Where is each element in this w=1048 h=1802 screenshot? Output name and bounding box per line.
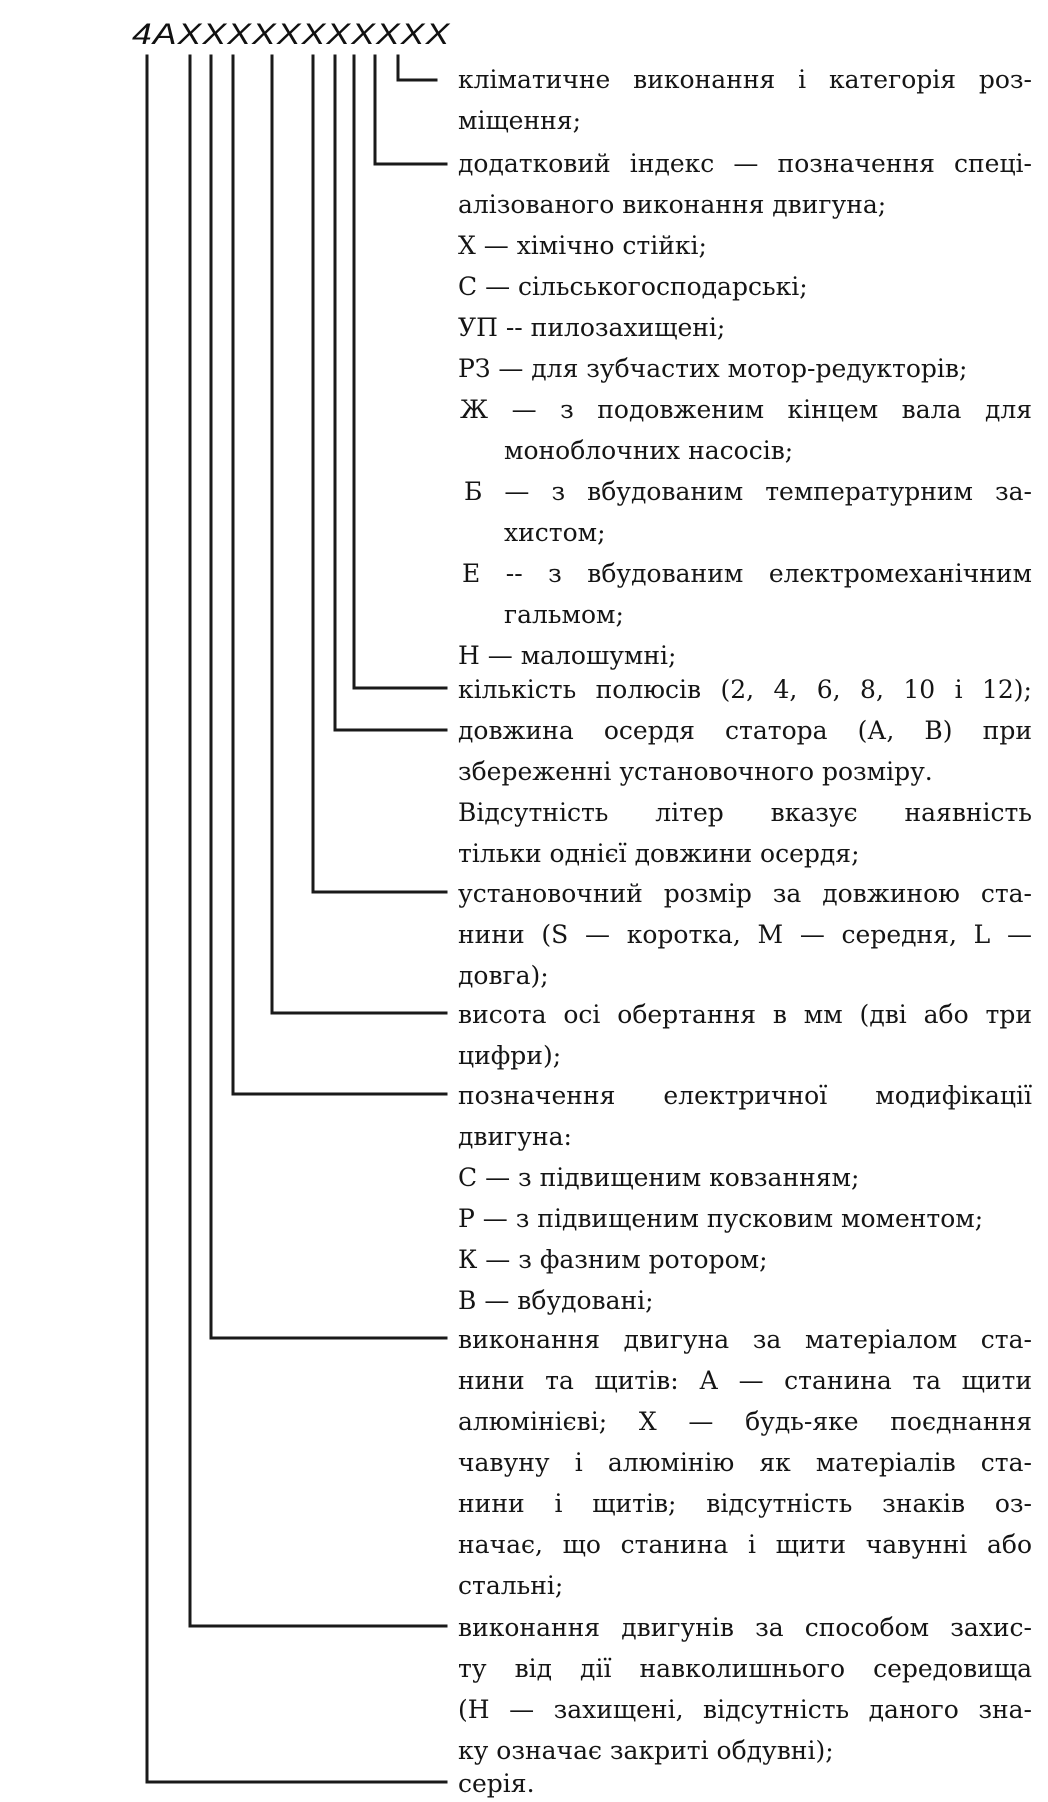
- text-line: хистом;: [504, 518, 606, 547]
- connector-poles: [352, 54, 448, 690]
- text-line: установочний розмір за довжиною ста-: [458, 879, 1032, 908]
- text-line: Б — з вбудованим температурним за-: [464, 477, 1032, 506]
- text-line: УП -- пилозахищені;: [458, 313, 726, 342]
- text-line: додатковий індекс — позначення спеці-: [458, 149, 1032, 178]
- connector-climatic: [396, 54, 438, 82]
- text-line: нини і щитів; відсутність знаків оз-: [458, 1489, 1032, 1518]
- text-line: Н — малошумні;: [458, 641, 677, 670]
- text-line: кліматичне виконання і категорія роз-: [458, 65, 1032, 94]
- text-line: нини та щитів: А — станина та щити: [458, 1366, 1032, 1395]
- text-line: К — з фазним ротором;: [458, 1245, 768, 1274]
- text-line: тільки однієї довжини осердя;: [458, 839, 860, 868]
- text-line: начає, що станина і щити чавунні або: [458, 1530, 1032, 1559]
- text-line: (Н — захищені, відсутність даного зна-: [458, 1695, 1032, 1724]
- text-line: чавуну і алюмінію як матеріалів ста-: [458, 1448, 1032, 1477]
- text-line: позначення електричної модифікації: [458, 1081, 1032, 1110]
- connector-mounting-size: [311, 54, 448, 894]
- connector-series: [145, 54, 448, 1784]
- text-line: моноблочних насосів;: [504, 436, 794, 465]
- text-line: довга);: [458, 961, 549, 990]
- text-line: цифри);: [458, 1041, 562, 1070]
- text-line: збереженні установочного розміру.: [458, 757, 933, 786]
- text-line: двигуна:: [458, 1122, 572, 1151]
- connector-shaft-height: [270, 54, 448, 1015]
- text-line: стальні;: [458, 1571, 564, 1600]
- text-line: В — вбудовані;: [458, 1286, 654, 1315]
- connector-electrical-mod: [231, 54, 448, 1096]
- text-line: ку означає закриті обдувні);: [458, 1736, 834, 1765]
- text-line: Ж — з подовженим кінцем вала для: [460, 395, 1032, 424]
- text-line: міщення;: [458, 106, 581, 135]
- text-line: алізованого виконання двигуна;: [458, 190, 887, 219]
- text-line: С — сільськогосподарські;: [458, 272, 808, 301]
- text-line: серія.: [458, 1769, 535, 1798]
- connector-frame-material: [209, 54, 448, 1340]
- text-line: Е -- з вбудованим електромеханічним: [462, 559, 1032, 588]
- text-line: РЗ — для зубчастих мотор-редукторів;: [458, 354, 968, 383]
- connector-additional-index: [373, 54, 448, 166]
- motor-designation-code: 4AXXXXXXXXXXX: [132, 18, 451, 51]
- text-line: С — з підвищеним ковзанням;: [458, 1163, 860, 1192]
- text-line: довжина осердя статора (А, В) при: [458, 716, 1032, 745]
- text-line: Р — з підвищеним пусковим моментом;: [458, 1204, 984, 1233]
- text-line: виконання двигуна за матеріалом ста-: [458, 1325, 1032, 1354]
- text-line: Х — хімічно стійкі;: [458, 231, 707, 260]
- text-line: ту від дії навколишнього середовища: [458, 1654, 1032, 1683]
- text-line: нини (S — коротка, M — середня, L —: [458, 920, 1032, 949]
- text-line: гальмом;: [504, 600, 624, 629]
- connector-protection: [188, 54, 448, 1628]
- text-line: висота осі обертання в мм (дві або три: [458, 1000, 1032, 1029]
- text-line: Відсутність літер вказує наявність: [458, 798, 1032, 827]
- text-line: кількість полюсів (2, 4, 6, 8, 10 і 12);: [458, 675, 1032, 704]
- connector-core-length: [333, 54, 448, 732]
- text-line: виконання двигунів за способом захис-: [458, 1613, 1032, 1642]
- text-line: алюмінієві; Х — будь-яке поєднання: [458, 1407, 1032, 1436]
